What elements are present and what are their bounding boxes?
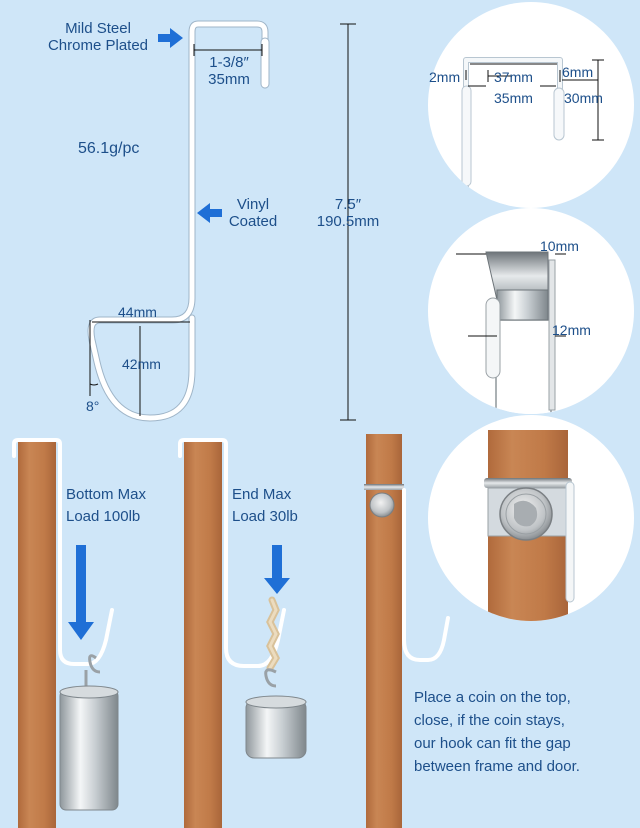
detail-circle-coin [428, 415, 634, 621]
outer-width-label: 35mm [494, 90, 533, 106]
top-width-mm: 35mm [208, 71, 250, 88]
main-hook [87, 20, 270, 422]
coin-note-line: between frame and door. [414, 758, 580, 775]
hook-width-label: 44mm [118, 304, 157, 320]
drop-height-label: 30mm [564, 90, 603, 106]
arrow-right-icon [158, 28, 183, 48]
top-width-in: 1-3/8″ [209, 54, 249, 71]
coin-note-line: Place a coin on the top, [414, 689, 571, 706]
coin-note-line: our hook can fit the gap [414, 735, 571, 752]
side-gap-label: 12mm [552, 322, 591, 338]
tab-height-label: 6mm [562, 64, 594, 80]
arrow-left-icon [197, 203, 222, 223]
coating-label: Vinyl Coated [226, 196, 280, 230]
end-load-label: End Max Load 30lb [232, 484, 298, 528]
coating-line2: Coated [228, 213, 278, 230]
bottom-load-line1: Bottom Max [66, 486, 147, 503]
inner-width-label: 37mm [494, 69, 533, 85]
detail-circle-top [428, 2, 634, 208]
top-width-dimension [193, 44, 263, 56]
weight-label: 56.1g/pc [78, 140, 140, 157]
height-dimension [340, 23, 356, 421]
bottom-load-label: Bottom Max Load 100lb [66, 484, 146, 528]
arrow-down-icon [68, 545, 94, 640]
door-end-load [178, 438, 307, 828]
thickness-label: 2mm [429, 69, 461, 85]
height-mm: 190.5mm [316, 213, 380, 230]
door-coin-test [364, 415, 534, 828]
hook-angle-label: 8° [86, 398, 100, 414]
top-gap-label: 10mm [540, 238, 579, 254]
coin-instruction: Place a coin on the top, close, if the c… [414, 686, 629, 778]
top-width-label: 1-3/8″ 35mm [198, 54, 260, 88]
arrow-down-icon-2 [264, 545, 290, 594]
height-in: 7.5″ [334, 196, 362, 213]
bottom-load-line2: Load 100lb [66, 508, 141, 525]
material-line2: Chrome Plated [47, 37, 149, 54]
detail-circle-gap [428, 208, 634, 414]
hook-depth-label: 42mm [122, 356, 161, 372]
end-load-line2: Load 30lb [232, 508, 298, 525]
coating-line1: Vinyl [236, 196, 270, 213]
coin-note-line: close, if the coin stays, [414, 712, 565, 729]
door-bottom-load [12, 438, 119, 828]
material-label: Mild Steel Chrome Plated [46, 20, 150, 54]
height-label: 7.5″ 190.5mm [312, 196, 384, 230]
hook-angle-mark [89, 320, 99, 396]
material-line1: Mild Steel [65, 20, 131, 37]
end-load-line1: End Max [232, 486, 292, 503]
